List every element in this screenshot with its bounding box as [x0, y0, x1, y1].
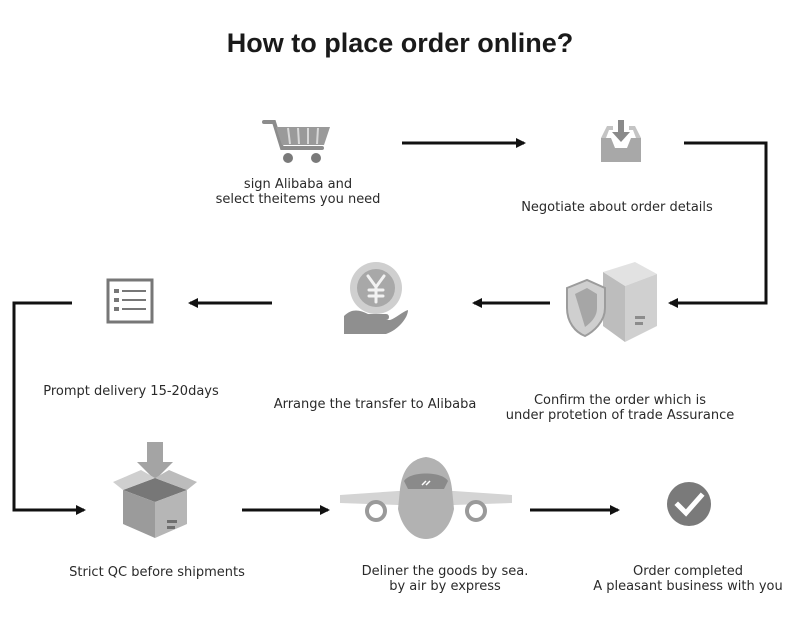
step-label-delivery: Prompt delivery 15-20days — [43, 384, 219, 399]
step-label-ship: Deliner the goods by sea. by air by expr… — [361, 564, 529, 594]
yen-coin-hand-icon — [344, 262, 408, 334]
open-box-icon — [113, 442, 197, 538]
inbox-download-icon — [601, 120, 641, 162]
arrow-delivery-to-qc — [12, 301, 86, 515]
step-label-select: sign Alibaba and select theitems you nee… — [215, 177, 381, 207]
shield-box-icon — [566, 262, 657, 342]
checklist-icon — [106, 278, 154, 324]
step-label-confirm: Confirm the order which is under proteti… — [505, 393, 735, 423]
step-label-negotiate: Negotiate about order details — [521, 200, 713, 215]
step-label-transfer: Arrange the transfer to Alibaba — [273, 397, 477, 412]
step-label-complete: Order completed A pleasant business with… — [593, 564, 783, 594]
check-circle-icon — [667, 482, 711, 526]
page-title: How to place order online? — [226, 28, 574, 58]
arrow-negotiate-to-confirm — [668, 141, 768, 308]
step-label-qc: Strict QC before shipments — [69, 565, 245, 580]
shopping-cart-icon — [262, 120, 330, 163]
airplane-icon — [340, 457, 512, 539]
